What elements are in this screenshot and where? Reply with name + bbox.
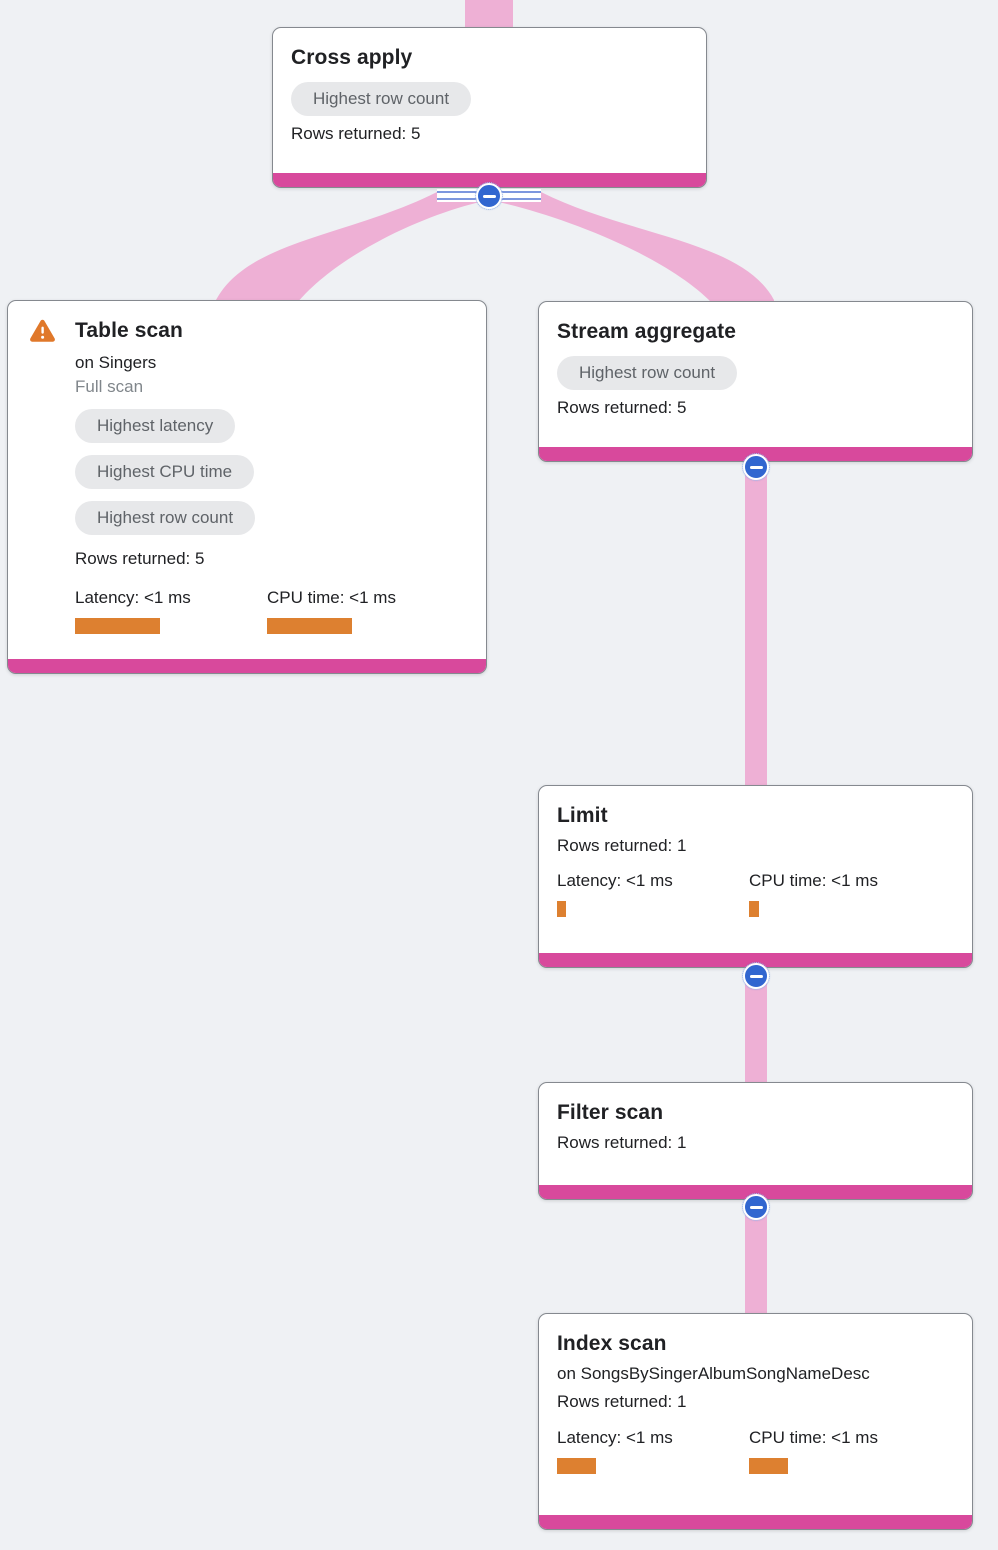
node-index-scan[interactable]: Index scan on SongsBySingerAlbumSongName…: [538, 1313, 973, 1530]
collapse-button-cross-apply[interactable]: [475, 182, 503, 210]
latency-bar: [557, 1458, 596, 1474]
edge-limit-to-filter-scan: [745, 960, 767, 1087]
latency-label: Latency: <1 ms: [75, 588, 191, 607]
node-title: Filter scan: [557, 1101, 664, 1124]
node-filter-scan[interactable]: Filter scan Rows returned: 1: [538, 1082, 973, 1200]
node-title: Limit: [557, 804, 608, 827]
node-stream-aggregate[interactable]: Stream aggregate Highest row count Rows …: [538, 301, 973, 462]
badge-highest-row-count: Highest row count: [75, 501, 256, 535]
latency-bar: [75, 618, 160, 634]
minus-icon: [749, 974, 763, 978]
latency-label: Latency: <1 ms: [557, 1428, 673, 1447]
warning-icon: [29, 319, 56, 343]
node-title: Cross apply: [291, 46, 413, 69]
node-title: Stream aggregate: [557, 320, 737, 343]
node-limit[interactable]: Limit Rows returned: 1 Latency: <1 ms CP…: [538, 785, 973, 968]
minus-icon: [482, 194, 496, 198]
rows-returned-text: Rows returned: 5: [557, 398, 687, 417]
cpu-time-label: CPU time: <1 ms: [749, 871, 878, 890]
node-bottom-bar: [539, 1185, 972, 1199]
node-bottom-bar: [273, 173, 706, 187]
node-bottom-bar: [539, 1515, 972, 1529]
badge-highest-cpu-time: Highest CPU time: [75, 455, 255, 489]
node-table-scan[interactable]: Table scan on Singers Full scan Highest …: [7, 300, 487, 674]
badge-highest-latency: Highest latency: [75, 409, 236, 443]
cpu-time-bar: [267, 618, 352, 634]
cpu-time-label: CPU time: <1 ms: [749, 1428, 878, 1447]
node-title: Table scan: [75, 319, 183, 342]
minus-icon: [749, 1205, 763, 1209]
node-cross-apply[interactable]: Cross apply Highest row count Rows retur…: [272, 27, 707, 188]
rows-returned-text: Rows returned: 1: [557, 836, 687, 855]
node-bottom-bar: [539, 953, 972, 967]
edge-cross-apply-to-stream-aggregate: [489, 192, 774, 303]
edge-parent-to-cross-apply: [465, 0, 513, 30]
cpu-time-bar: [749, 901, 759, 917]
latency-bar: [557, 901, 566, 917]
node-bottom-bar: [8, 659, 486, 673]
collapse-button-filter-scan[interactable]: [742, 1193, 770, 1221]
rows-returned-text: Rows returned: 1: [557, 1133, 687, 1152]
badge-highest-row-count: Highest row count: [291, 82, 472, 116]
edge-stream-aggregate-to-limit: [745, 458, 767, 790]
minus-icon: [749, 465, 763, 469]
node-subtitle: on Singers: [75, 353, 157, 372]
rows-returned-text: Rows returned: 1: [557, 1392, 687, 1411]
edge-filter-scan-to-index-scan: [745, 1194, 767, 1318]
rows-returned-text: Rows returned: 5: [75, 549, 205, 568]
cpu-time-label: CPU time: <1 ms: [267, 588, 396, 607]
badge-highest-row-count: Highest row count: [557, 356, 738, 390]
node-title: Index scan: [557, 1332, 667, 1355]
rows-returned-text: Rows returned: 5: [291, 124, 421, 143]
collapse-button-stream-aggregate[interactable]: [742, 453, 770, 481]
scan-type-note: Full scan: [75, 377, 144, 396]
latency-label: Latency: <1 ms: [557, 871, 673, 890]
collapse-button-limit[interactable]: [742, 962, 770, 990]
node-subtitle: on SongsBySingerAlbumSongNameDesc: [557, 1364, 870, 1383]
edge-cross-apply-to-table-scan: [216, 192, 489, 303]
cpu-time-bar: [749, 1458, 788, 1474]
